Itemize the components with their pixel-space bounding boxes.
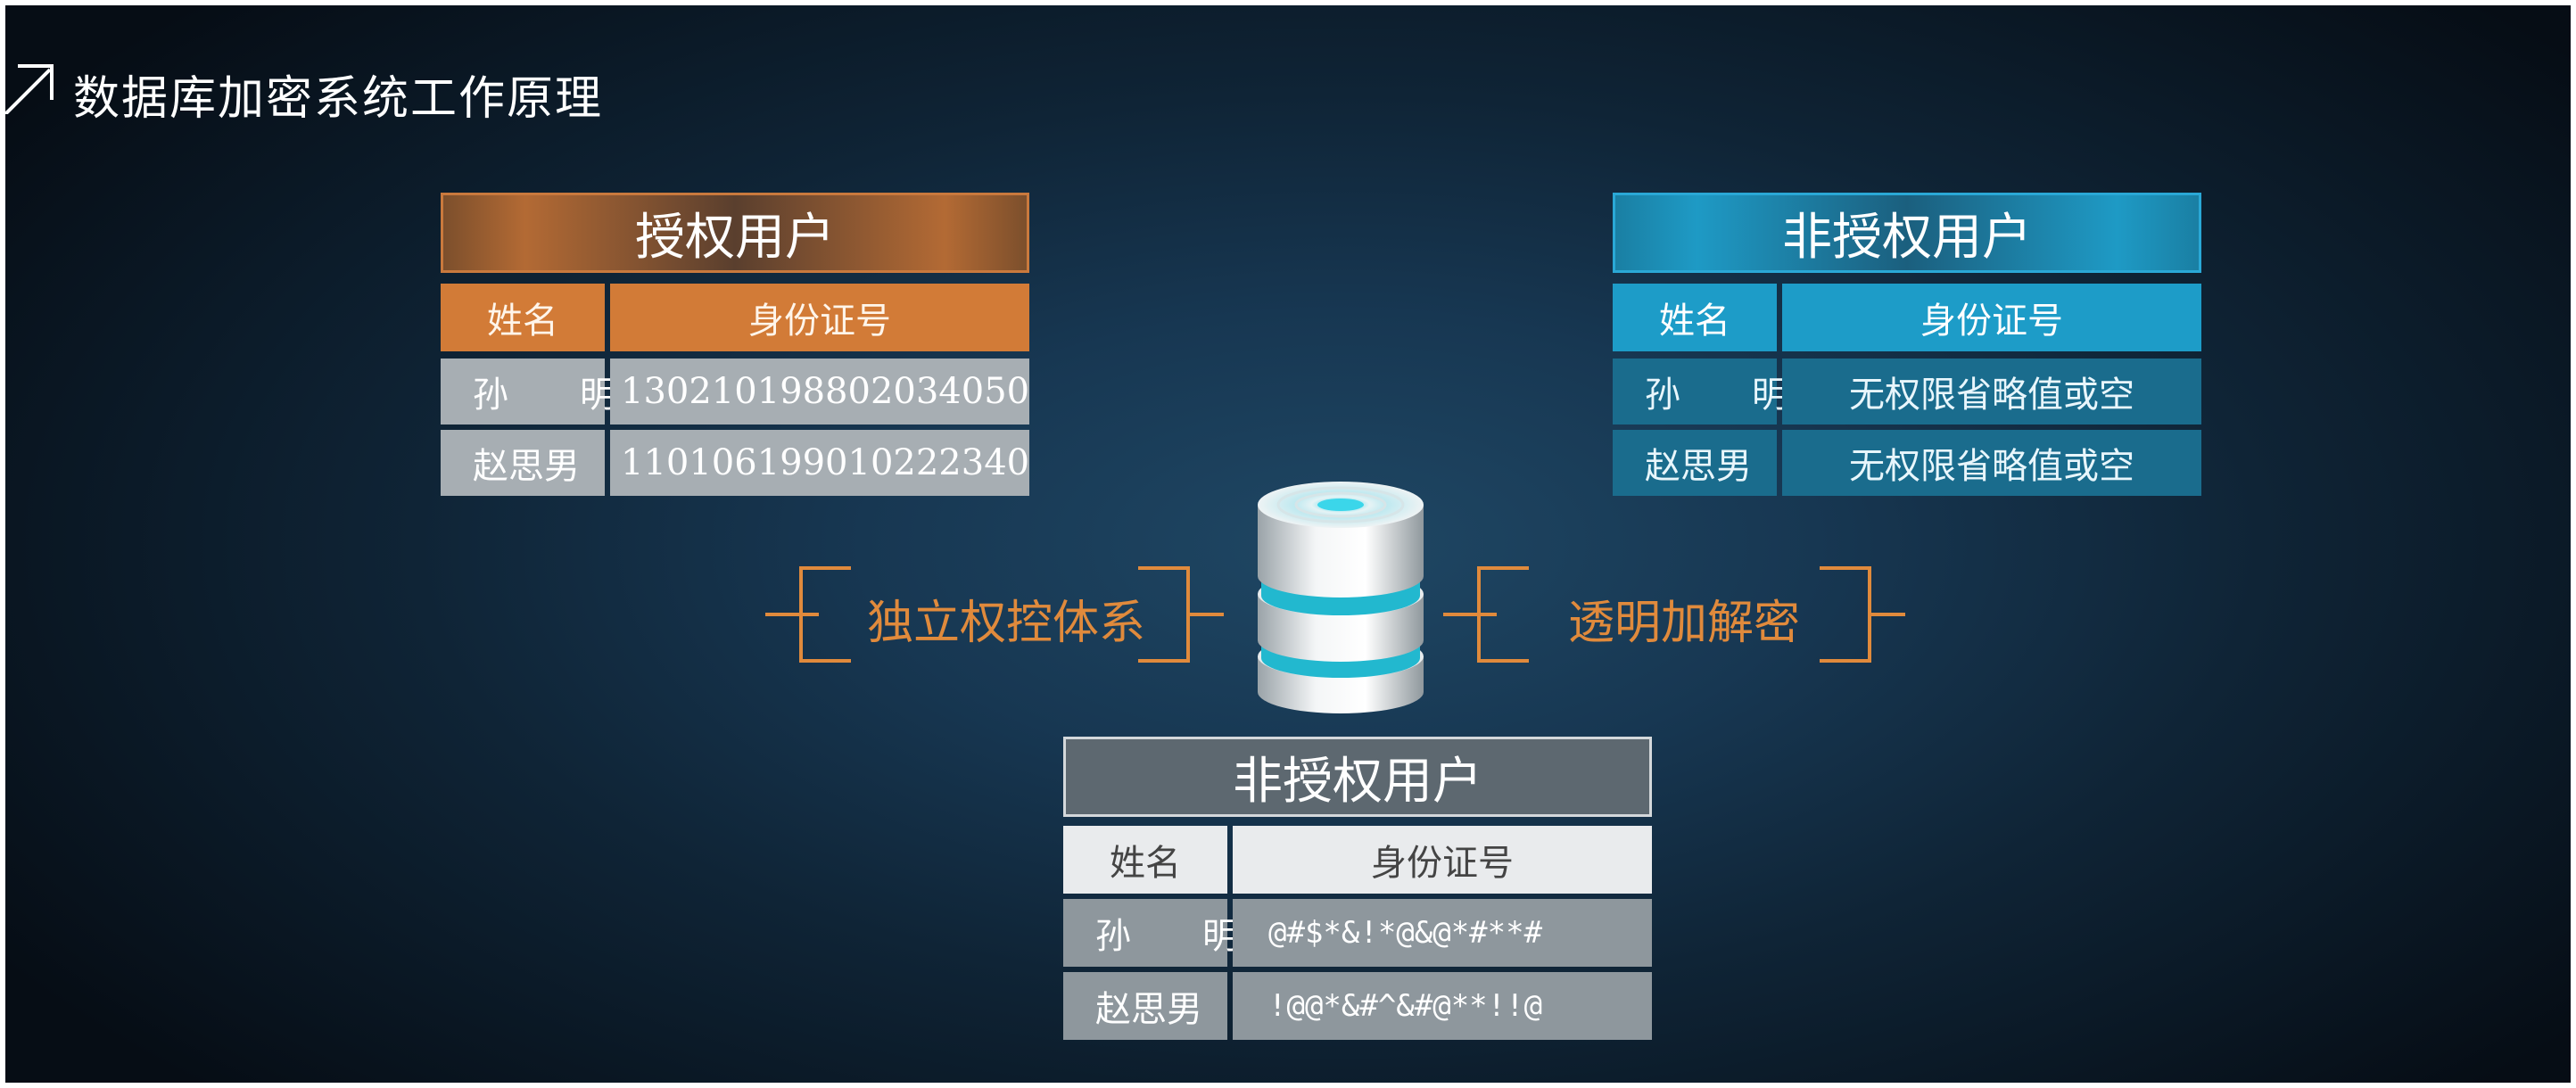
row-1-name: 孙 明: [1063, 899, 1238, 967]
header-id: 身份证号: [1782, 284, 2201, 351]
row-2-name: 赵思男: [1063, 972, 1227, 1040]
left-bracket-icon: [765, 566, 851, 663]
page-title: 数据库加密系统工作原理: [73, 72, 604, 126]
header-id: 身份证号: [610, 284, 1029, 351]
header-id: 身份证号: [1233, 826, 1652, 894]
row-2-name: 赵思男: [441, 430, 605, 496]
unauthorized-user-panel: 非授权用户 姓名 身份证号 孙 明 无权限省略值或空 赵思男 无权限省略值或空: [1613, 193, 2201, 496]
right-bracket-icon: [1443, 566, 1529, 663]
row-1-id: 130210198802034050: [610, 359, 1029, 424]
database-icon: [1258, 482, 1424, 713]
header-name: 姓名: [1063, 826, 1227, 894]
row-1-id: @#$*&!*@&@*#**#: [1233, 899, 1652, 967]
row-1-id: 无权限省略值或空: [1782, 359, 2201, 424]
row-2-id: !@@*&#^&#@**!!@: [1233, 972, 1652, 1040]
row-1-name: 孙 明: [441, 359, 615, 424]
panel-title: 非授权用户: [1613, 193, 2201, 273]
panel-title: 授权用户: [441, 193, 1029, 273]
row-2-name: 赵思男: [1613, 430, 1777, 496]
row-2-id: 无权限省略值或空: [1782, 430, 2201, 496]
right-bracket-close-icon: [1820, 566, 1905, 663]
encrypted-data-panel: 非授权用户 姓名 身份证号 孙 明 @#$*&!*@&@*#**# 赵思男 !@…: [1063, 737, 1652, 1040]
diagram-canvas: 数据库加密系统工作原理 授权用户 姓名 身份证号 孙 明 13021019880…: [5, 5, 2571, 1083]
panel-title: 非授权用户: [1063, 737, 1652, 817]
header-name: 姓名: [1613, 284, 1777, 351]
feature-label-access-control: 独立权控体系: [867, 597, 1146, 650]
row-2-id: 110106199010222340: [610, 430, 1029, 496]
header-name: 姓名: [441, 284, 605, 351]
row-1-name: 孙 明: [1613, 359, 1788, 424]
corner-arrow-icon: [5, 64, 54, 114]
feature-label-transparent-encryption: 透明加解密: [1568, 597, 1801, 650]
authorized-user-panel: 授权用户 姓名 身份证号 孙 明 130210198802034050 赵思男 …: [441, 193, 1029, 496]
left-bracket-close-icon: [1138, 566, 1224, 663]
